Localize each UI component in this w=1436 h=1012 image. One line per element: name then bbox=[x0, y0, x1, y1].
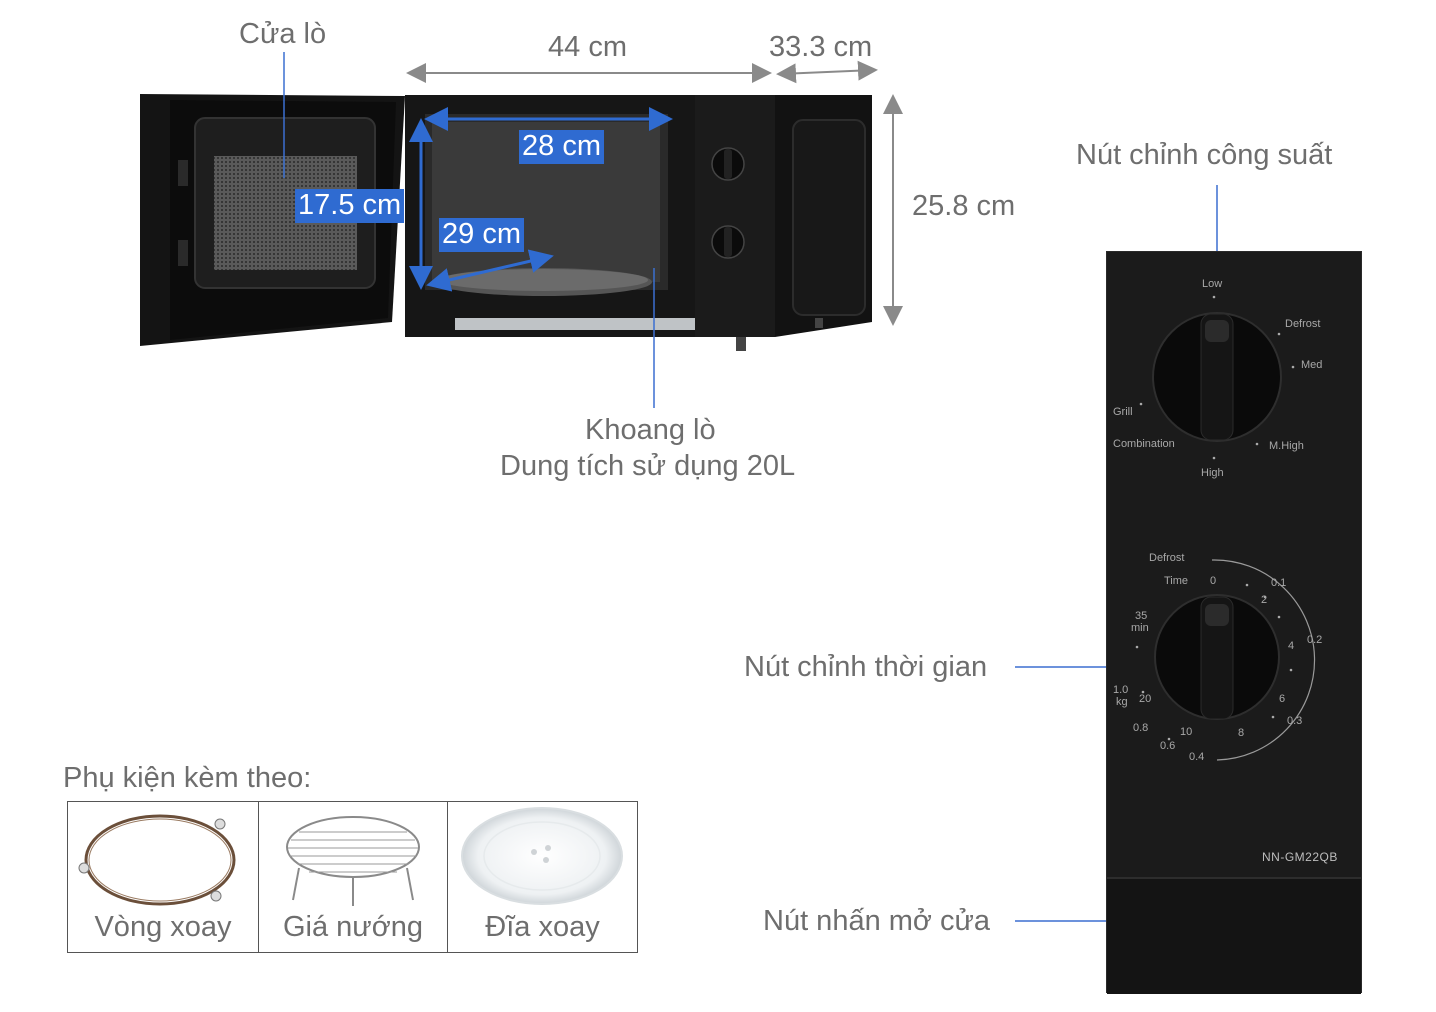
grill-rack-icon bbox=[286, 816, 420, 906]
power-mark-defrost: Defrost bbox=[1285, 318, 1321, 330]
door-release-button[interactable] bbox=[1107, 878, 1361, 994]
accessory-label: Giá nướng bbox=[282, 911, 423, 943]
accessory-label: Vòng xoay bbox=[94, 911, 232, 943]
cavity-depth-line bbox=[426, 249, 554, 292]
power-knob-label: Nút chỉnh công suất bbox=[1076, 139, 1333, 171]
depth-dimension-line bbox=[776, 60, 878, 84]
timer-mark-0: 0 bbox=[1210, 575, 1217, 587]
cavity-capacity: Dung tích sử dụng 20L bbox=[500, 450, 796, 482]
timer-mark-2: 2 bbox=[1261, 594, 1268, 606]
power-mark-grill: Grill bbox=[1113, 406, 1133, 418]
depth-label: 33.3 cm bbox=[769, 31, 873, 63]
power-mark-low: Low bbox=[1202, 278, 1223, 290]
timer-mark-10: 10 bbox=[1180, 726, 1193, 738]
weight-mark-0-3: 0.3 bbox=[1287, 715, 1303, 727]
timer-mark-defrost: Defrost bbox=[1149, 552, 1185, 564]
control-panel: Low Defrost Med Grill Combination M.High… bbox=[1106, 251, 1362, 994]
power-mark-high: High bbox=[1201, 467, 1224, 479]
cavity-title: Khoang lò bbox=[585, 414, 716, 446]
glass-turntable-icon bbox=[461, 807, 623, 905]
model-number: NN-GM22QB bbox=[1262, 850, 1338, 864]
power-mark-med: Med bbox=[1301, 359, 1323, 371]
weight-mark-0-8: 0.8 bbox=[1133, 722, 1149, 734]
accessory-label: Đĩa xoay bbox=[485, 911, 600, 943]
width-label: 44 cm bbox=[548, 31, 627, 63]
weight-mark-1-0: 1.0 bbox=[1113, 684, 1129, 696]
weight-mark-0-4: 0.4 bbox=[1189, 751, 1205, 763]
weight-mark-0-2: 0.2 bbox=[1307, 634, 1323, 646]
power-mark-mhigh: M.High bbox=[1269, 440, 1304, 452]
cavity-height-label: 17.5 cm bbox=[295, 189, 405, 223]
control-panel-graphics bbox=[1107, 295, 1361, 994]
accessory-glass-turntable: Đĩa xoay bbox=[447, 801, 638, 953]
cavity-width-label: 28 cm bbox=[519, 130, 604, 164]
timer-mark-time: Time bbox=[1164, 575, 1189, 587]
microwave-door bbox=[140, 94, 405, 346]
timer-mark-4: 4 bbox=[1288, 640, 1295, 652]
timer-mark-8: 8 bbox=[1238, 727, 1245, 739]
timer-knob-label: Nút chỉnh thời gian bbox=[744, 651, 988, 683]
timer-mark-6: 6 bbox=[1279, 693, 1286, 705]
accessory-grill-rack: Giá nướng bbox=[258, 801, 448, 953]
accessories-title: Phụ kiện kèm theo: bbox=[63, 762, 312, 794]
timer-mark-35: 35 bbox=[1135, 610, 1148, 622]
power-mark-combination: Combination bbox=[1113, 438, 1175, 450]
cavity-depth-label: 29 cm bbox=[439, 218, 524, 252]
timer-mark-min: min bbox=[1131, 622, 1149, 634]
timer-mark-20: 20 bbox=[1139, 693, 1152, 705]
weight-unit-kg: kg bbox=[1116, 696, 1128, 708]
accessory-roller-ring: Vòng xoay bbox=[67, 801, 259, 953]
weight-mark-0-6: 0.6 bbox=[1160, 740, 1176, 752]
height-label: 25.8 cm bbox=[912, 190, 1016, 222]
door-label: Cửa lò bbox=[239, 18, 327, 50]
roller-ring-icon bbox=[78, 814, 236, 906]
door-button-label: Nút nhấn mở cửa bbox=[763, 905, 991, 937]
weight-mark-0-1: 0.1 bbox=[1271, 577, 1287, 589]
